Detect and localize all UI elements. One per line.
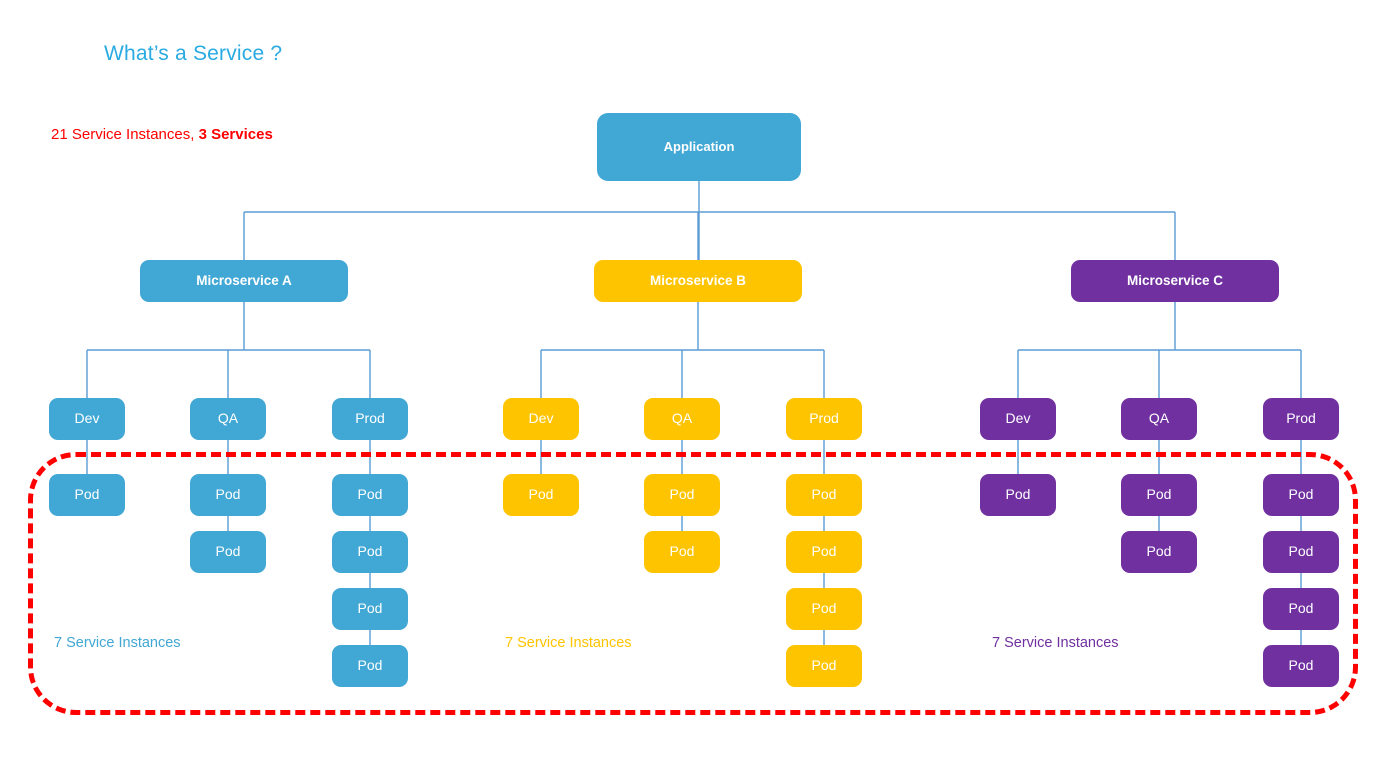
node-pod-c-prod-3-label: Pod [1288, 600, 1314, 617]
node-env-c-qa-label: QA [1148, 410, 1170, 427]
node-pod-a-qa-2[interactable]: Pod [190, 531, 266, 573]
node-env-a-qa-label: QA [217, 410, 239, 427]
node-env-c-prod-label: Prod [1286, 410, 1316, 427]
node-pod-a-prod-2-label: Pod [357, 543, 383, 560]
page-title: What’s a Service ? [104, 42, 283, 65]
node-pod-c-qa-2-label: Pod [1146, 543, 1172, 560]
node-pod-c-prod-2-label: Pod [1288, 543, 1314, 560]
node-env-b-dev-label: Dev [528, 410, 554, 427]
node-pod-c-dev-1-label: Pod [1005, 486, 1031, 503]
node-pod-a-prod-2[interactable]: Pod [332, 531, 408, 573]
node-env-b-qa-label: QA [671, 410, 693, 427]
node-pod-a-dev-1-label: Pod [74, 486, 100, 503]
node-application[interactable]: Application [597, 113, 801, 181]
summary-prefix: 21 Service Instances, [51, 126, 199, 143]
node-pod-b-qa-2-label: Pod [669, 543, 695, 560]
service-summary-label: 21 Service Instances, 3 Services [51, 126, 273, 143]
node-pod-c-prod-3[interactable]: Pod [1263, 588, 1339, 630]
node-pod-b-prod-1[interactable]: Pod [786, 474, 862, 516]
node-env-c-dev-label: Dev [1005, 410, 1031, 427]
node-pod-c-prod-4[interactable]: Pod [1263, 645, 1339, 687]
node-pod-a-prod-3[interactable]: Pod [332, 588, 408, 630]
node-pod-b-prod-3-label: Pod [811, 600, 837, 617]
node-pod-a-prod-4-label: Pod [357, 657, 383, 674]
node-pod-c-prod-4-label: Pod [1288, 657, 1314, 674]
node-pod-a-dev-1[interactable]: Pod [49, 474, 125, 516]
node-microservice-a-label: Microservice A [196, 272, 292, 288]
node-pod-b-dev-1[interactable]: Pod [503, 474, 579, 516]
node-env-c-prod[interactable]: Prod [1263, 398, 1339, 440]
node-env-c-qa[interactable]: QA [1121, 398, 1197, 440]
node-env-b-prod-label: Prod [809, 410, 839, 427]
node-pod-c-qa-1-label: Pod [1146, 486, 1172, 503]
node-env-b-prod[interactable]: Prod [786, 398, 862, 440]
node-pod-a-prod-1-label: Pod [357, 486, 383, 503]
node-env-b-dev[interactable]: Dev [503, 398, 579, 440]
node-microservice-a[interactable]: Microservice A [140, 260, 348, 302]
node-pod-c-qa-1[interactable]: Pod [1121, 474, 1197, 516]
node-pod-b-prod-4[interactable]: Pod [786, 645, 862, 687]
node-env-a-prod[interactable]: Prod [332, 398, 408, 440]
node-pod-b-qa-2[interactable]: Pod [644, 531, 720, 573]
node-pod-b-prod-1-label: Pod [811, 486, 837, 503]
node-env-a-dev-label: Dev [74, 410, 100, 427]
node-env-a-dev[interactable]: Dev [49, 398, 125, 440]
node-pod-c-dev-1[interactable]: Pod [980, 474, 1056, 516]
node-pod-a-prod-3-label: Pod [357, 600, 383, 617]
node-pod-c-qa-2[interactable]: Pod [1121, 531, 1197, 573]
node-pod-c-prod-2[interactable]: Pod [1263, 531, 1339, 573]
node-pod-b-qa-1[interactable]: Pod [644, 474, 720, 516]
node-pod-c-prod-1-label: Pod [1288, 486, 1314, 503]
node-pod-b-prod-4-label: Pod [811, 657, 837, 674]
group-label-c: 7 Service Instances [992, 635, 1119, 651]
node-pod-b-qa-1-label: Pod [669, 486, 695, 503]
node-pod-a-qa-2-label: Pod [215, 543, 241, 560]
node-env-a-prod-label: Prod [355, 410, 385, 427]
node-pod-b-prod-2[interactable]: Pod [786, 531, 862, 573]
node-microservice-c-label: Microservice C [1126, 272, 1224, 288]
node-pod-b-prod-3[interactable]: Pod [786, 588, 862, 630]
node-env-b-qa[interactable]: QA [644, 398, 720, 440]
node-env-c-dev[interactable]: Dev [980, 398, 1056, 440]
node-microservice-b[interactable]: Microservice B [594, 260, 802, 302]
summary-bold: 3 Services [198, 126, 273, 143]
node-pod-a-qa-1[interactable]: Pod [190, 474, 266, 516]
node-env-a-qa[interactable]: QA [190, 398, 266, 440]
group-label-a: 7 Service Instances [54, 635, 181, 651]
node-pod-b-dev-1-label: Pod [528, 486, 554, 503]
node-application-label: Application [663, 138, 735, 154]
node-pod-a-qa-1-label: Pod [215, 486, 241, 503]
node-pod-c-prod-1[interactable]: Pod [1263, 474, 1339, 516]
node-pod-b-prod-2-label: Pod [811, 543, 837, 560]
group-label-b: 7 Service Instances [505, 635, 632, 651]
node-pod-a-prod-4[interactable]: Pod [332, 645, 408, 687]
node-pod-a-prod-1[interactable]: Pod [332, 474, 408, 516]
node-microservice-c[interactable]: Microservice C [1071, 260, 1279, 302]
node-microservice-b-label: Microservice B [649, 272, 747, 288]
